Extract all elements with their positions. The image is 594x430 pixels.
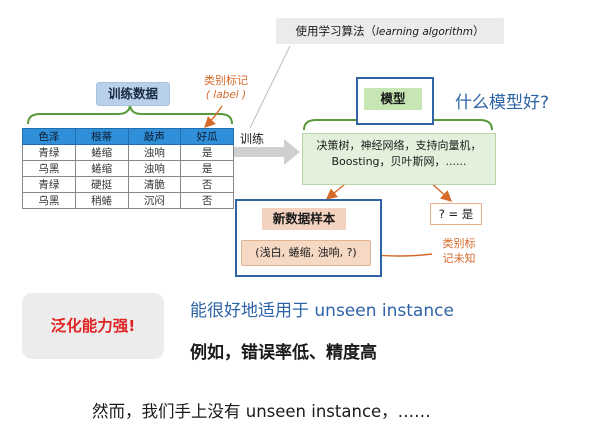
label-pointer (204, 105, 223, 128)
unknown-label-note-line2: 记未知 (442, 252, 476, 265)
algorithm-note-close: ） (473, 24, 485, 38)
learning-algorithm-note: 使用学习算法（learning algorithm） (276, 18, 504, 44)
prediction-box: ? = 是 (430, 203, 482, 225)
table-cell: 乌黑 (22, 160, 76, 177)
table-cell: 蜷缩 (74, 144, 129, 161)
model-label: 模型 (364, 88, 422, 110)
training-data-table: 色泽 根蒂 敲声 好瓜 青绿 蜷缩 浊响 是 乌黑 蜷缩 浊响 是 青绿 硬挺 … (22, 128, 234, 209)
train-arrow (232, 139, 300, 165)
table-cell: 浊响 (127, 160, 182, 177)
generalization-badge: 泛化能力强! (22, 293, 164, 359)
model-question: 什么模型好? (455, 93, 550, 113)
table-cell: 是 (180, 144, 234, 161)
algorithm-pointer-line (249, 45, 291, 129)
table-header-row: 色泽 根蒂 敲声 好瓜 (22, 128, 234, 145)
class-label-note-zh: 类别标记 (204, 74, 248, 87)
table-brace (27, 103, 233, 125)
table-row: 乌黑 稍蜷 沉闷 否 (22, 192, 234, 209)
col-header-sound: 敲声 (127, 128, 182, 145)
col-header-color: 色泽 (22, 128, 76, 145)
class-label-note-en: ( label ) (205, 89, 247, 101)
table-row: 乌黑 蜷缩 浊响 是 (22, 160, 234, 177)
table-cell: 蜷缩 (74, 160, 129, 177)
train-arrow-label: 训练 (240, 132, 265, 146)
table-cell: 否 (180, 192, 234, 209)
new-data-label: 新数据样本 (262, 208, 346, 230)
generalization-line1: 能很好地适用于 unseen instance (190, 301, 454, 321)
table-cell: 是 (180, 160, 234, 177)
model-candidates-line2: Boosting，贝叶斯网，...... (331, 155, 467, 168)
table-cell: 否 (180, 176, 234, 193)
col-header-root: 根蒂 (74, 128, 129, 145)
table-cell: 青绿 (22, 176, 76, 193)
class-label-note: 类别标记 ( label ) (196, 74, 256, 102)
algorithm-note-zh: 使用学习算法（ (295, 24, 376, 38)
training-data-label: 训练数据 (96, 82, 170, 106)
model-candidates-line1: 决策树，神经网络，支持向量机， (316, 139, 482, 152)
table-row: 青绿 硬挺 清脆 否 (22, 176, 234, 193)
algorithm-note-en: learning algorithm (375, 26, 474, 38)
table-cell: 稍蜷 (74, 192, 129, 209)
table-cell: 硬挺 (74, 176, 129, 193)
unknown-label-note-line1: 类别标 (442, 237, 476, 250)
unknown-label-note: 类别标 记未知 (434, 236, 484, 266)
table-cell: 清脆 (127, 176, 182, 193)
table-cell: 沉闷 (127, 192, 182, 209)
table-cell: 青绿 (22, 144, 76, 161)
table-cell: 浊响 (127, 144, 182, 161)
generalization-line2: 例如，错误率低、精度高 (190, 343, 377, 363)
table-cell: 乌黑 (22, 192, 76, 209)
however-line: 然而，我们手上没有 unseen instance，…… (92, 402, 431, 421)
model-candidates: 决策树，神经网络，支持向量机， Boosting，贝叶斯网，...... (302, 133, 496, 185)
new-data-sample: (浅白, 蜷缩, 浊响, ?) (241, 240, 371, 266)
table-row: 青绿 蜷缩 浊响 是 (22, 144, 234, 161)
col-header-good: 好瓜 (180, 128, 234, 145)
